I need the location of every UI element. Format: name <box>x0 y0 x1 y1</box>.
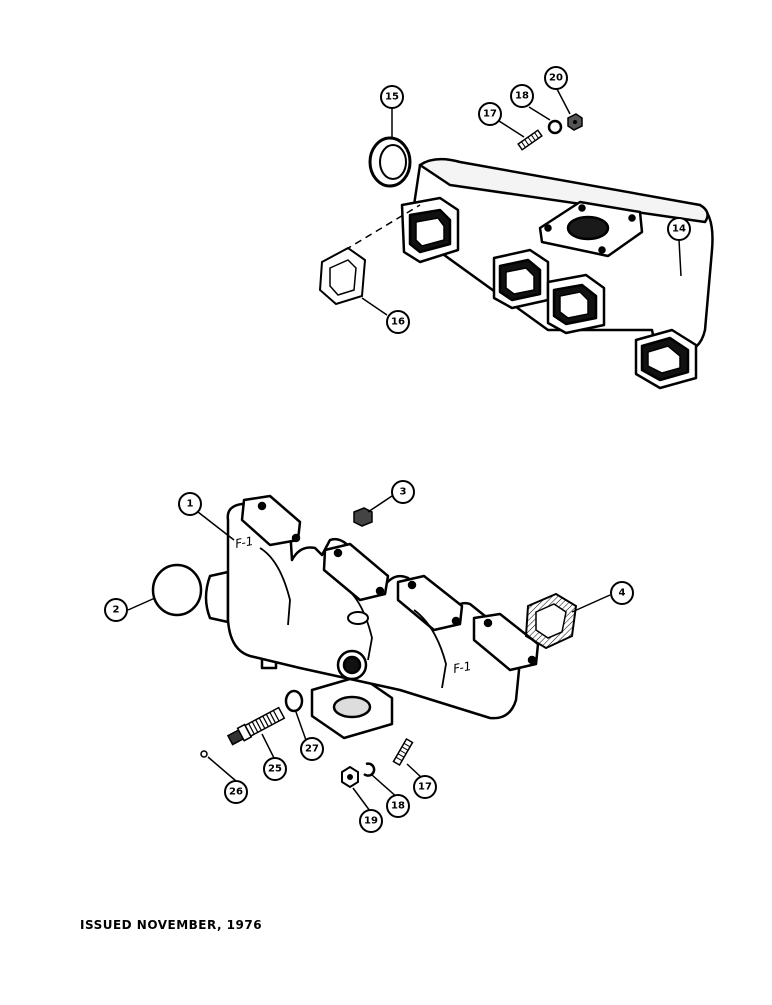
callout-26-label: 26 <box>229 787 243 798</box>
flange-gasket <box>524 592 578 650</box>
callout-27-label: 27 <box>305 744 319 755</box>
casting-mark-left: F-1 <box>234 534 254 551</box>
callout-14-label: 14 <box>672 224 686 235</box>
callout-17-upper-label: 17 <box>483 109 497 120</box>
callout-16-label: 16 <box>391 317 405 328</box>
callout-20: 20 <box>544 66 568 90</box>
callout-18-lower-label: 18 <box>391 801 405 812</box>
callout-18-upper-label: 18 <box>515 91 529 102</box>
callout-2-label: 2 <box>113 605 120 616</box>
callout-2: 2 <box>104 598 128 622</box>
stud-upper <box>517 129 543 151</box>
cover-plate <box>151 563 203 617</box>
callout-15-label: 15 <box>385 92 399 103</box>
callout-3-label: 3 <box>400 487 407 498</box>
leader-lines <box>127 88 682 812</box>
callout-20-label: 20 <box>549 73 563 84</box>
callout-3: 3 <box>391 480 415 504</box>
callout-26: 26 <box>224 780 248 804</box>
callout-25: 25 <box>263 757 287 781</box>
pipe-plug <box>353 507 373 527</box>
small-washer <box>200 750 208 758</box>
lockwasher-upper <box>547 119 563 135</box>
callout-4-label: 4 <box>619 588 626 599</box>
callout-1: 1 <box>178 492 202 516</box>
callout-16: 16 <box>386 310 410 334</box>
callout-18-lower: 18 <box>386 794 410 818</box>
callout-17-upper: 17 <box>478 102 502 126</box>
alignment-line <box>344 204 421 251</box>
callout-4: 4 <box>610 581 634 605</box>
callout-25-label: 25 <box>268 764 282 775</box>
exhaust-manifold <box>400 157 714 390</box>
callout-15: 15 <box>380 85 404 109</box>
callout-17-lower-label: 17 <box>418 782 432 793</box>
callout-27: 27 <box>300 737 324 761</box>
callout-14: 14 <box>667 217 691 241</box>
callout-18-upper: 18 <box>510 84 534 108</box>
nut-lower <box>341 765 359 789</box>
issued-date-footer: ISSUED NOVEMBER, 1976 <box>80 918 263 932</box>
nut-upper <box>567 113 583 131</box>
callout-19: 19 <box>359 809 383 833</box>
callout-1-label: 1 <box>187 499 194 510</box>
port-gasket <box>318 246 367 306</box>
callout-19-label: 19 <box>364 816 378 827</box>
sender-seal <box>284 689 304 713</box>
stud-lower <box>392 737 414 767</box>
intake-manifold <box>204 494 540 740</box>
lockwasher-lower <box>363 762 376 777</box>
temperature-sender <box>226 706 286 746</box>
seal-ring <box>368 136 412 188</box>
casting-mark-right: F-1 <box>452 659 472 676</box>
callout-17-lower: 17 <box>413 775 437 799</box>
